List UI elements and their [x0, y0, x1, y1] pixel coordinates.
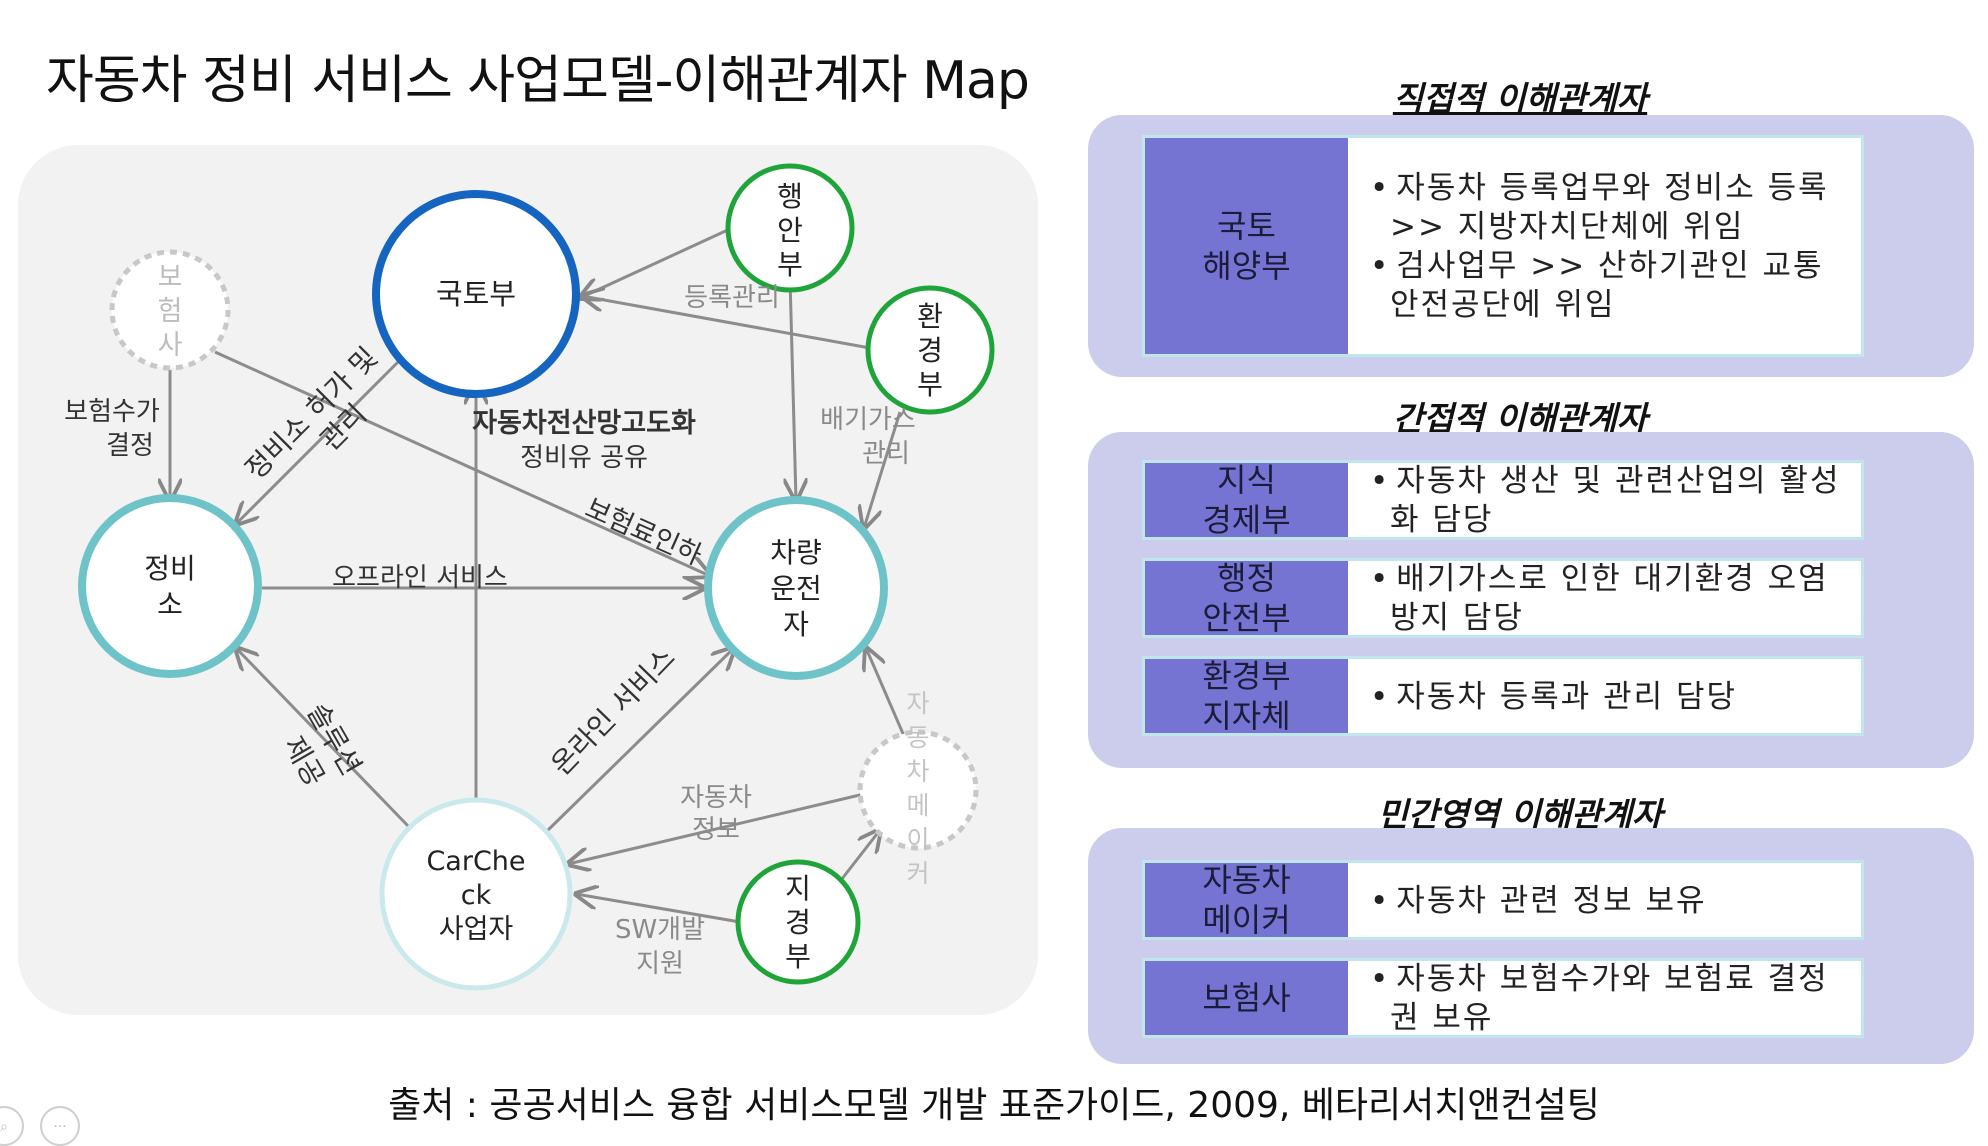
node-carcheck-label-3: 사업자: [439, 914, 514, 945]
label-sw-support-2: 지원: [636, 949, 684, 979]
node-insurer-label-3: 사: [158, 330, 183, 361]
bullet-item: 자동차 등록과 관리 담당: [1370, 678, 1851, 717]
stakeholder-label: 국토 해양부: [1145, 138, 1348, 354]
stakeholder-desc: 자동차 등록과 관리 담당: [1348, 659, 1861, 733]
section-indirect-heading: 간접적 이해관계자: [1392, 399, 1648, 438]
edge-env-molit: [582, 296, 871, 350]
node-env: [865, 285, 995, 415]
node-molit: [372, 190, 580, 398]
edge-carcheck-garage: [236, 648, 412, 830]
node-maker-label-6: 커: [906, 859, 929, 888]
node-maker-label-5: 이: [906, 825, 929, 854]
label-online: 온라인 서비스: [545, 641, 682, 782]
stakeholder-row: 행정 안전부 배기가스로 인한 대기환경 오염 방지 담당: [1142, 558, 1864, 638]
edge-carcheck-owner: [544, 648, 734, 834]
bullet-item: 자동차 등록업무와 정비소 등록 >> 지방자치단체에 위임: [1370, 169, 1851, 247]
node-garage: [78, 494, 262, 678]
node-garage-label-1: 정비: [144, 552, 196, 585]
stakeholder-label: 환경부 지자체: [1145, 657, 1348, 735]
stakeholder-row: 환경부 지자체 자동차 등록과 관리 담당: [1142, 656, 1864, 736]
node-carcheck-label-2: ck: [461, 880, 492, 911]
edge-maker-carcheck: [568, 792, 865, 864]
node-mois-label-3: 부: [777, 248, 803, 281]
stakeholder-desc: 자동차 보험수가와 보험료 결정권 보유: [1348, 960, 1861, 1038]
label-car-info-1: 자동차: [680, 783, 752, 813]
label-insurance-fee-2: 결정: [106, 431, 154, 461]
stakeholder-network: 국토부 행 안 부 환 경 부 보 험 사 정비 소 차량 운전 자 CarCh…: [64, 163, 995, 991]
node-owner: [704, 496, 888, 680]
stakeholder-label: 행정 안전부: [1145, 559, 1348, 637]
label-premium-down: 보험료인하: [580, 493, 706, 572]
section-direct-heading: 직접적 이해관계자: [1392, 79, 1648, 118]
label-insurance-fee-1: 보험수가: [64, 397, 160, 427]
node-maker-label-4: 메: [906, 791, 929, 820]
node-mois-label-2: 안: [777, 214, 803, 247]
label-emission-2: 관리: [862, 439, 910, 469]
label-info-share: 정비유 공유: [520, 443, 648, 473]
source-citation: 출처 : 공공서비스 융합 서비스모델 개발 표준가이드, 2009, 베타리서…: [388, 1085, 1600, 1126]
stakeholder-desc: 자동차 관련 정보 보유: [1348, 863, 1861, 937]
node-insurer-label-2: 험: [158, 296, 183, 327]
node-garage-label-2: 소: [157, 588, 183, 621]
label-car-info-2: 정보: [692, 815, 740, 845]
stakeholder-row: 지식 경제부 자동차 생산 및 관련산업의 활성화 담당: [1142, 460, 1864, 540]
edge-mke-carcheck: [576, 894, 741, 924]
bullet-item: 검사업무 >> 산하기관인 교통안전공단에 위임: [1370, 247, 1851, 325]
stakeholder-row: 보험사 자동차 보험수가와 보험료 결정권 보유: [1142, 958, 1864, 1038]
page-title: 자동차 정비 서비스 사업모델-이해관계자 Map: [46, 51, 1030, 111]
node-owner-label-2: 운전: [770, 572, 822, 605]
stakeholder-row: 국토 해양부 자동차 등록업무와 정비소 등록 >> 지방자치단체에 위임 검사…: [1142, 135, 1864, 357]
bullet-item: 배기가스로 인한 대기환경 오염 방지 담당: [1370, 560, 1851, 638]
node-mois-label-1: 행: [777, 180, 803, 213]
section-private-heading: 민간영역 이해관계자: [1377, 795, 1663, 834]
node-mke-label-3: 부: [785, 940, 811, 973]
edge-env-owner: [864, 411, 902, 528]
node-env-label-3: 부: [917, 368, 943, 401]
node-maker-label-2: 동: [906, 723, 929, 752]
node-molit-label: 국토부: [436, 277, 516, 311]
node-env-label-2: 경: [917, 334, 943, 367]
node-maker-label-1: 자: [906, 689, 929, 718]
label-emission-1: 배기가스: [820, 405, 916, 435]
node-mke-label-2: 경: [785, 906, 811, 939]
node-insurer: [109, 249, 231, 371]
node-carcheck: [379, 797, 573, 991]
edge-insurer-owner: [214, 350, 710, 576]
label-registration: 등록관리: [684, 283, 780, 313]
node-mke: [735, 859, 861, 985]
node-mois: [725, 163, 855, 293]
node-insurer-label-1: 보: [158, 262, 183, 293]
node-carcheck-label-1: CarChe: [426, 846, 525, 877]
stakeholder-desc: 배기가스로 인한 대기환경 오염 방지 담당: [1348, 560, 1861, 638]
edge-mke-maker: [836, 830, 880, 885]
bullet-item: 자동차 생산 및 관련산업의 활성화 담당: [1370, 462, 1851, 540]
more-options-icon[interactable]: ···: [40, 1106, 80, 1146]
stakeholder-row: 자동차 메이커 자동차 관련 정보 보유: [1142, 860, 1864, 940]
node-maker: [857, 729, 979, 851]
stakeholder-label: 지식 경제부: [1145, 461, 1348, 539]
stakeholder-desc: 자동차 등록업무와 정비소 등록 >> 지방자치단체에 위임 검사업무 >> 산…: [1348, 138, 1861, 354]
bullet-item: 자동차 보험수가와 보험료 결정권 보유: [1370, 960, 1851, 1038]
edge-molit-garage: [236, 356, 404, 524]
stakeholder-desc: 자동차 생산 및 관련산업의 활성화 담당: [1348, 462, 1861, 540]
node-maker-label-3: 차: [906, 757, 929, 786]
stakeholder-label: 보험사: [1145, 961, 1348, 1035]
label-offline: 오프라인 서비스: [332, 563, 508, 593]
bullet-item: 자동차 관련 정보 보유: [1370, 882, 1851, 921]
edge-maker-owner: [866, 648, 906, 737]
node-owner-label-3: 자: [783, 608, 809, 641]
label-advanced-net: 자동차전산망고도화: [472, 408, 696, 439]
edge-mois-owner: [790, 277, 796, 500]
node-mke-label-1: 지: [785, 872, 811, 905]
node-env-label-1: 환: [917, 300, 943, 333]
node-owner-label-1: 차량: [770, 536, 822, 569]
stakeholder-label: 자동차 메이커: [1145, 861, 1348, 939]
label-sw-support-1: SW개발: [615, 915, 705, 945]
